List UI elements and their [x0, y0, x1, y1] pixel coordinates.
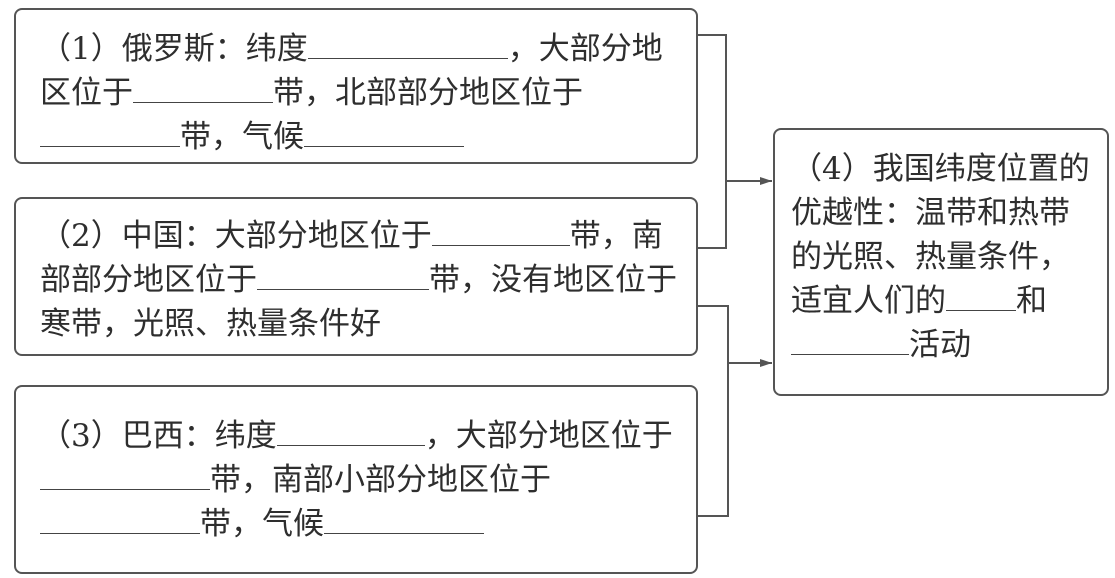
- box-text-segment: 带，南部小部分地区位于: [210, 462, 551, 498]
- question-number: （3）: [40, 418, 122, 454]
- box-text-segment: 带，气候: [180, 119, 304, 155]
- box-text-segment: 带，南部部分地区位于: [40, 218, 663, 298]
- bracket-line-2: [698, 305, 729, 517]
- answer-blank[interactable]: [791, 324, 909, 355]
- answer-blank[interactable]: [40, 459, 210, 490]
- box-text-segment: ，大部分地区位于: [40, 31, 663, 111]
- box-text-segment: 我国纬度位置的优越性：温带和热带的光照、热量条件，适宜人们的: [791, 151, 1090, 319]
- box-text-segment: ，大部分地区位于: [424, 418, 673, 454]
- box-text-segment: 俄罗斯：纬度: [121, 31, 308, 67]
- box-text-segment: 活动: [909, 327, 971, 363]
- question-number: （1）: [40, 31, 122, 67]
- box-advantage-text: （4）我国纬度位置的优越性：温带和热带的光照、热量条件，适宜人们的和活动: [791, 147, 1097, 367]
- box-text-segment: 和: [1016, 283, 1047, 319]
- box-russia: （1）俄罗斯：纬度，大部分地区位于带，北部部分地区位于带，气候: [14, 8, 698, 164]
- box-china: （2）中国：大部分地区位于带，南部部分地区位于带，没有地区位于寒带，光照、热量条…: [14, 197, 698, 356]
- answer-blank[interactable]: [40, 503, 200, 534]
- box-china-text: （2）中国：大部分地区位于带，南部部分地区位于带，没有地区位于寒带，光照、热量条…: [40, 214, 678, 346]
- answer-blank[interactable]: [304, 116, 464, 147]
- box-brazil: （3）巴西：纬度 ，大部分地区位于带，南部小部分地区位于带，气候: [14, 385, 698, 574]
- box-text-segment: 带，北部部分地区位于: [273, 75, 583, 111]
- box-russia-text: （1）俄罗斯：纬度，大部分地区位于带，北部部分地区位于带，气候: [40, 27, 678, 159]
- box-text-segment: 带，没有地区位于寒带，光照、热量条件好: [40, 262, 677, 342]
- answer-blank[interactable]: [276, 415, 425, 446]
- question-number: （2）: [40, 218, 122, 254]
- bracket-russia-china: [698, 34, 772, 249]
- answer-blank[interactable]: [324, 503, 484, 534]
- box-text-segment: 巴西：纬度: [121, 418, 277, 454]
- box-advantage: （4）我国纬度位置的优越性：温带和热带的光照、热量条件，适宜人们的和活动: [773, 128, 1109, 396]
- answer-blank[interactable]: [40, 116, 180, 147]
- answer-blank[interactable]: [431, 215, 570, 246]
- box-brazil-text: （3）巴西：纬度 ，大部分地区位于带，南部小部分地区位于带，气候: [40, 414, 678, 546]
- answer-blank[interactable]: [946, 280, 1016, 311]
- answer-blank[interactable]: [133, 72, 273, 103]
- answer-blank[interactable]: [257, 259, 429, 290]
- box-text-segment: 带，气候: [200, 506, 324, 542]
- box-text-segment: 中国：大部分地区位于: [121, 218, 432, 254]
- question-number: （4）: [791, 151, 873, 187]
- bracket-line-1: [698, 34, 727, 249]
- bracket-china-brazil: [698, 305, 772, 517]
- answer-blank[interactable]: [307, 28, 508, 59]
